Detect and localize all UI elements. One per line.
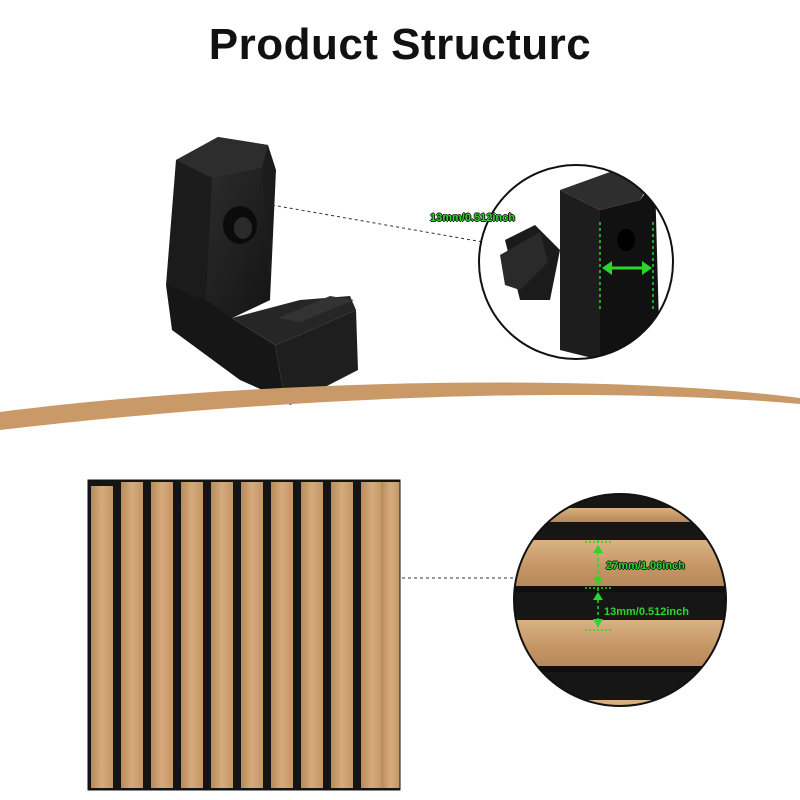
hook-detail-magnifier (478, 164, 674, 360)
hook-thickness-label: 13mm/0.512inch (430, 212, 515, 224)
divider-swoosh (0, 382, 800, 430)
hook-bracket (166, 137, 358, 405)
slat-gap-label: 13mm/0.512inch (604, 606, 689, 618)
page-title: Product Structurc (208, 20, 592, 69)
slat-width-label: 27mm/1.06inch (606, 560, 685, 572)
acoustic-wood-panel (87, 479, 401, 791)
panel-detail-magnifier (513, 493, 727, 707)
